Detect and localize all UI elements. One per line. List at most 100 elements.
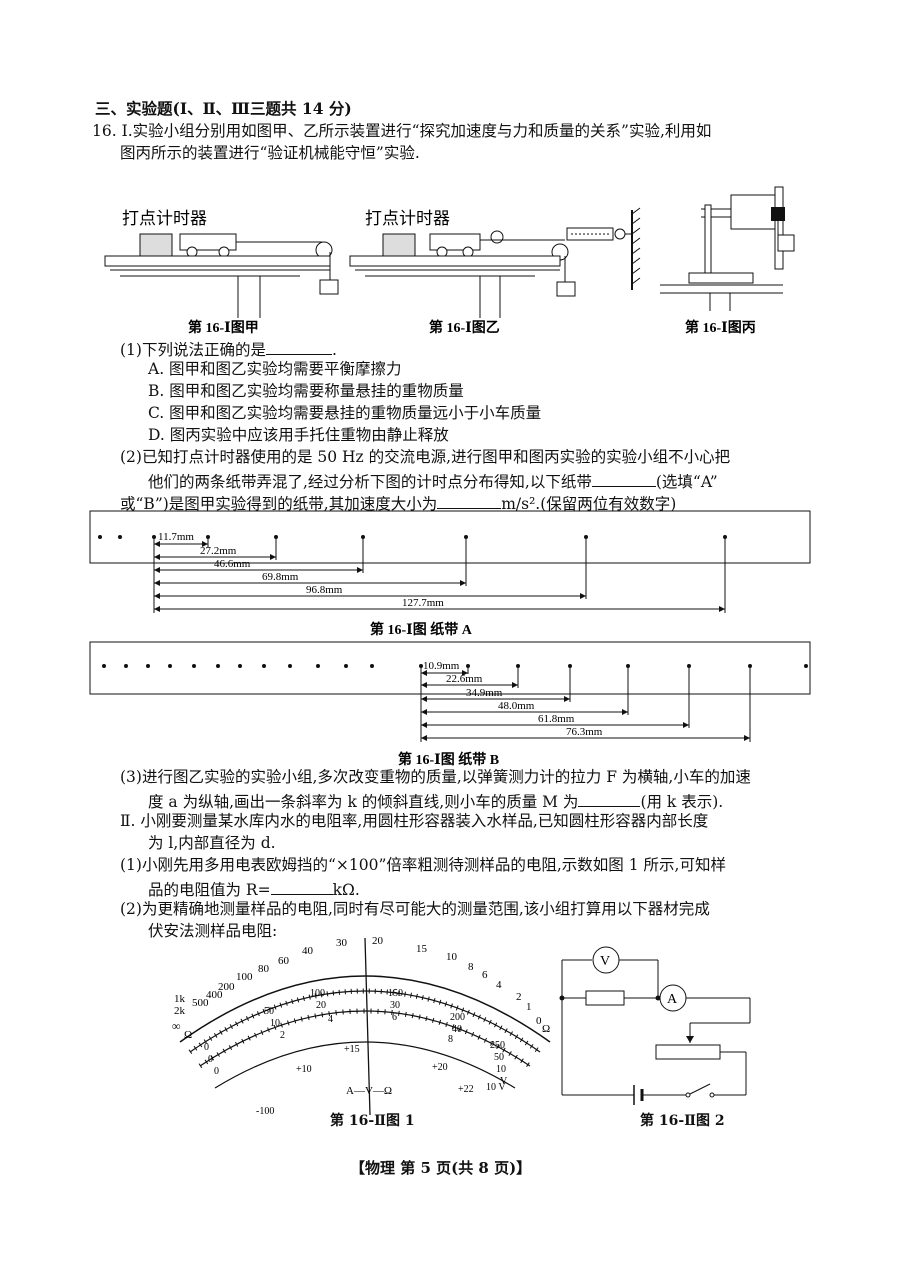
tape-b-label-4: 48.0mm: [498, 700, 535, 712]
mass-blank[interactable]: [578, 792, 641, 807]
p1-answer-blank[interactable]: [265, 340, 332, 355]
p1-end: .: [331, 341, 337, 359]
tape-b: 10.9mm 22.6mm 34.9mm 48.0mm 61.8mm 76.3m…: [89, 641, 811, 768]
p2-line1: (2)已知打点计时器使用的是 50 Hz 的交流电源,进行图甲和图丙实验的实验小…: [120, 448, 731, 466]
svg-text:200: 200: [450, 1012, 465, 1023]
tape-b-label-6: 76.3mm: [566, 726, 603, 738]
svg-text:8: 8: [448, 1034, 453, 1045]
p2-line2b: (选填“A”: [655, 473, 718, 491]
svg-text:60: 60: [278, 955, 290, 967]
p3-line1: (3)进行图乙实验的实验小组,多次改变重物的质量,以弹簧测力计的拉力 F 为横轴…: [120, 768, 751, 786]
tape-b-label-3: 34.9mm: [466, 687, 503, 699]
svg-text:2: 2: [280, 1030, 285, 1041]
p3-line2b: (用 k 表示).: [640, 793, 724, 811]
svg-text:400: 400: [206, 989, 223, 1001]
switch-icon: [689, 1083, 711, 1095]
svg-text:500: 500: [192, 997, 209, 1009]
svg-text:0: 0: [214, 1066, 219, 1077]
svg-text:100: 100: [310, 988, 325, 999]
svg-text:10: 10: [446, 951, 458, 963]
tape-a-caption: 第 16-Ⅰ图 纸带 A: [370, 621, 473, 638]
caption-jia: 第 16-Ⅰ图甲: [188, 319, 259, 335]
ii-p1-line2a: 品的电阻值为 R=: [148, 881, 271, 899]
dc-arc: [199, 1010, 531, 1067]
option-c: C. 图甲和图乙实验均需要悬挂的重物质量远小于小车质量: [148, 404, 542, 422]
circuit-caption: 第 16-Ⅱ图 2: [640, 1113, 725, 1129]
sample-resistor: [585, 990, 625, 1006]
figure-bing: 第 16-Ⅰ图丙: [660, 186, 795, 335]
infinity-label: ∞: [172, 1019, 181, 1033]
meter-needle: [364, 937, 371, 1116]
tape-b-label-5: 61.8mm: [538, 713, 575, 725]
svg-text:10: 10: [496, 1064, 506, 1075]
ohm-arc: [179, 975, 551, 1043]
svg-text:2: 2: [516, 991, 522, 1003]
svg-text:8: 8: [468, 961, 474, 973]
caption-bing: 第 16-Ⅰ图丙: [685, 319, 756, 335]
ac-unit: 10 V: [486, 1082, 506, 1093]
ii-p2-line1: (2)为更精确地测量样品的电阻,同时有尽可能大的测量范围,该小组打算用以下器材完…: [120, 900, 710, 918]
timer-label-jia: 打点计时器: [122, 209, 207, 228]
resistance-blank[interactable]: [270, 880, 333, 895]
svg-text:2k: 2k: [174, 1005, 186, 1017]
p3-line2a: 度 a 为纵轴,画出一条斜率为 k 的倾斜直线,则小车的质量 M 为: [148, 793, 579, 811]
dc-scale2-labels: 0 10 20 30 40 50: [208, 1000, 504, 1065]
p2-line3b: m/s².(保留两位有效数字): [501, 495, 677, 513]
cart: [179, 233, 237, 251]
p1-stem: (1)下列说法正确的是: [120, 341, 266, 359]
svg-text:10: 10: [270, 1018, 280, 1029]
svg-text:200: 200: [218, 981, 235, 993]
svg-text:50: 50: [494, 1052, 504, 1063]
tape-b-caption: 第 16-Ⅰ图 纸带 B: [398, 751, 499, 768]
option-d: D. 图丙实验中应该用手托住重物由静止释放: [148, 426, 449, 444]
caption-yi: 第 16-Ⅰ图乙: [429, 319, 500, 335]
svg-text:6: 6: [392, 1012, 397, 1023]
page-footer: 【物理 第 5 页(共 8 页)】: [350, 1159, 532, 1177]
acceleration-blank[interactable]: [437, 494, 502, 509]
svg-text:100: 100: [236, 971, 253, 983]
voltmeter-label: V: [600, 954, 610, 969]
rheostat: [655, 1044, 721, 1060]
tape-a-label-3: 46.6mm: [214, 558, 251, 570]
tape-a: 11.7mm 27.2mm 46.6mm 69.8mm 96.8mm 127.7…: [89, 510, 811, 638]
ammeter-label: A: [667, 992, 678, 1007]
svg-text:0: 0: [536, 1015, 542, 1027]
q16-intro-line2: 图丙所示的装置进行“验证机械能守恒”实验.: [120, 144, 420, 162]
p3-line2: 度 a 为纵轴,画出一条斜率为 k 的倾斜直线,则小车的质量 M 为 (用 k 表…: [148, 792, 723, 811]
ohm-unit-right: Ω: [542, 1023, 550, 1035]
svg-text:1k: 1k: [174, 993, 186, 1005]
svg-text:15: 15: [416, 943, 428, 955]
circuit-diagram: V A: [559, 946, 751, 1105]
meter-caption: 第 16-Ⅱ图 1: [330, 1113, 415, 1129]
tape-a-label-2: 27.2mm: [200, 545, 237, 557]
figure-jia: 打点计时器 第 16-Ⅰ图甲: [104, 209, 339, 335]
option-b: B. 图甲和图乙实验均需要称量悬挂的重物质量: [148, 382, 464, 400]
svg-text:6: 6: [482, 969, 488, 981]
tape-a-label-5: 96.8mm: [306, 584, 343, 596]
svg-text:+20: +20: [432, 1062, 448, 1073]
svg-text:50: 50: [264, 1006, 274, 1017]
db-arc: [214, 1041, 516, 1089]
svg-text:1: 1: [526, 1001, 532, 1013]
tape-a-label-6: 127.7mm: [402, 597, 444, 609]
dc-scale-labels: 0 50 100 150 200 250: [204, 988, 505, 1053]
p2-line3: 或“B”)是图甲实验得到的纸带,其加速度大小为 m/s².(保留两位有效数字): [120, 494, 676, 513]
tape-choice-blank[interactable]: [591, 472, 656, 487]
ii-p2-line2: 伏安法测样品电阻:: [148, 922, 278, 940]
timer-label-yi: 打点计时器: [365, 209, 450, 228]
svg-text:0: 0: [208, 1054, 213, 1065]
svg-text:0: 0: [204, 1042, 209, 1053]
svg-text:+15: +15: [344, 1044, 360, 1055]
p2-line3a: 或“B”)是图甲实验得到的纸带,其加速度大小为: [120, 495, 438, 513]
svg-text:40: 40: [452, 1024, 462, 1035]
hanging-weight: [319, 279, 339, 295]
multimeter-dial: 1k 2k 500 400 200 100 80 60 40 30 20 15 …: [172, 935, 551, 1117]
db-scale-labels: -100 +10 +15 +20 +22: [256, 1044, 474, 1117]
ac-scale-labels: 0 2 4 6 8 10: [214, 1012, 506, 1077]
ohm-unit-left: Ω: [184, 1029, 192, 1041]
ohm-scale-labels: 1k 2k 500 400 200 100 80 60 40 30 20 15 …: [174, 935, 542, 1027]
ii-line2: 为 l,内部直径为 d.: [148, 834, 276, 852]
svg-text:40: 40: [302, 945, 314, 957]
svg-text:4: 4: [496, 979, 502, 991]
